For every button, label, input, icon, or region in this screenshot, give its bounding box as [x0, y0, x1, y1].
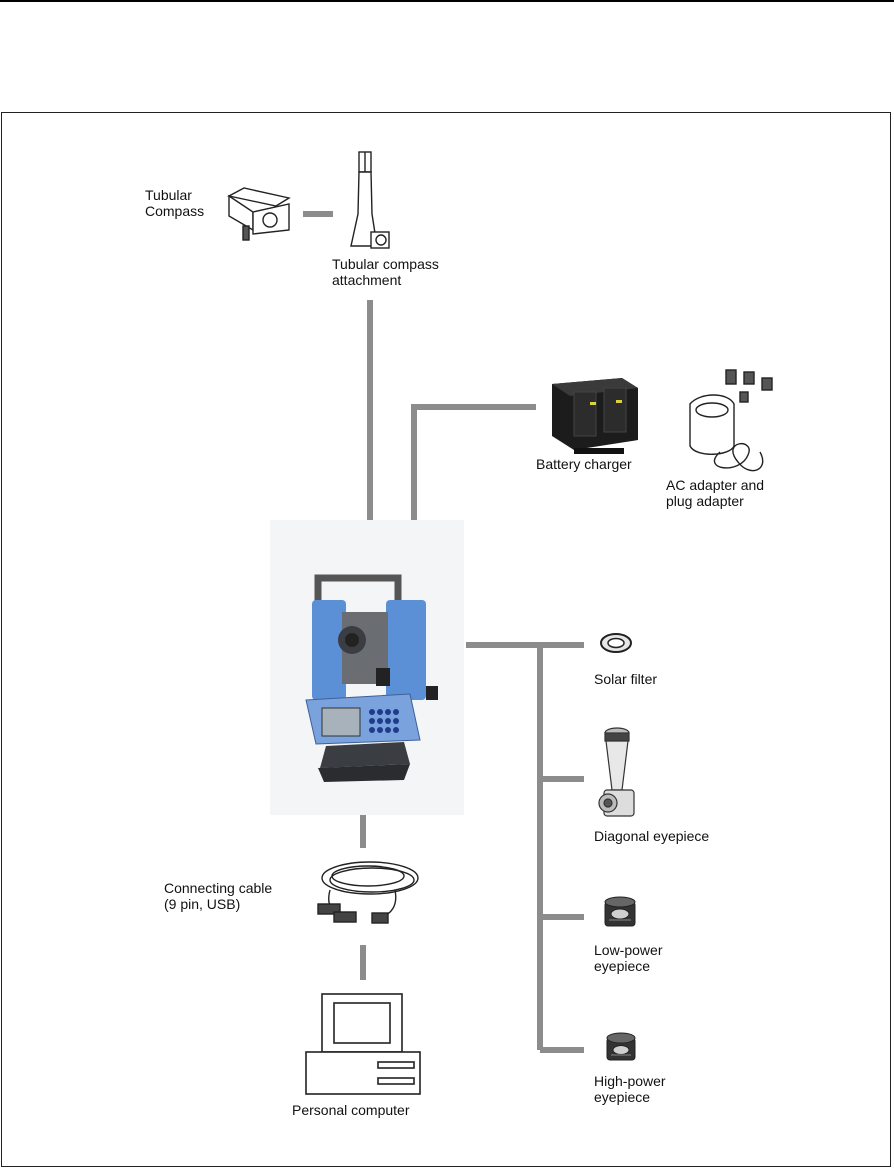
tubular-compass-image	[229, 188, 289, 240]
high-power-eyepiece-image	[607, 1033, 635, 1060]
total-station-image	[270, 520, 464, 815]
personal-computer-image	[306, 994, 420, 1094]
connector-charger	[414, 407, 536, 520]
solar-filter-image	[601, 634, 631, 652]
diagonal-eyepiece-image	[599, 728, 634, 816]
label-low-power-eyepiece: Low-power eyepiece	[594, 942, 662, 974]
label-personal-computer: Personal computer	[292, 1102, 410, 1118]
ac-adapter-image	[690, 370, 772, 471]
label-connecting-cable: Connecting cable (9 pin, USB)	[164, 880, 272, 912]
battery-charger-image	[552, 378, 638, 454]
label-diagonal-eyepiece: Diagonal eyepiece	[594, 828, 709, 844]
label-ac-adapter: AC adapter and plug adapter	[666, 477, 764, 509]
label-solar-filter: Solar filter	[594, 671, 657, 687]
label-high-power-eyepiece: High-power eyepiece	[594, 1073, 666, 1105]
label-tubular-compass: Tubular Compass	[145, 187, 204, 219]
low-power-eyepiece-image	[605, 897, 635, 926]
connecting-cable-image	[318, 862, 418, 923]
label-battery-charger: Battery charger	[536, 456, 632, 472]
tubular-compass-attachment-image	[351, 152, 389, 248]
label-tubular-compass-attachment: Tubular compass attachment	[332, 256, 439, 288]
